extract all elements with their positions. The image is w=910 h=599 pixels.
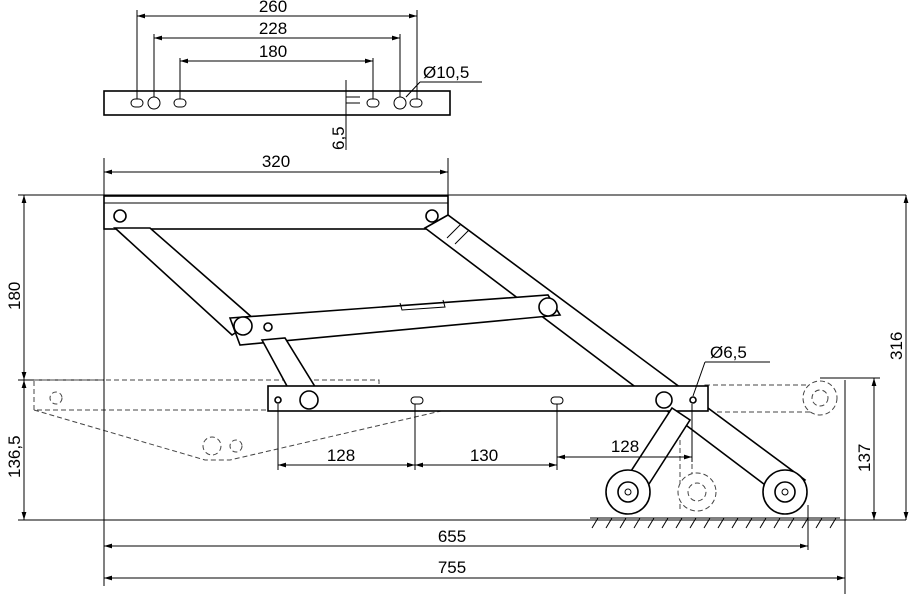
roller-left-hub [617,481,639,503]
dim-320: 320 [262,152,290,171]
dim-260: 260 [259,0,287,16]
dim-hole-6-5: Ø6,5 [710,343,747,362]
top-plate-view: 260 228 180 Ø10,5 6,5 [103,0,482,150]
pivot-base-right [655,391,673,409]
pivot-base-right-small [689,396,697,404]
main-elevation-view: 320 [5,152,909,594]
middle-link-bar [228,294,562,346]
pivot-middle-left [233,316,253,336]
pivot-middle-small [263,322,273,332]
base-bar [267,385,709,412]
slot-base-1 [410,396,424,405]
slot-right-outer [409,98,423,108]
dim-6-5-offset: 6,5 [329,126,348,150]
pivot-base-left [299,390,319,410]
dim-228: 228 [259,19,287,38]
ground-hatch [590,517,840,529]
dim-655: 655 [438,527,466,546]
dim-755: 755 [438,558,466,577]
roller-right-hub [774,481,796,503]
pivot-base-left-small [274,396,282,404]
top-plate [103,90,451,116]
dim-128-left: 128 [327,446,355,465]
dim-180-top: 180 [259,42,287,61]
dim-136-5: 136,5 [5,435,24,478]
dim-137: 137 [855,444,874,472]
dim-130: 130 [470,446,498,465]
dim-180-vertical: 180 [5,282,24,310]
pivot-top-right [425,209,439,223]
dim-hole-10-5: Ø10,5 [423,63,469,82]
dim-128-right: 128 [611,437,639,456]
pivot-top-left [113,209,127,223]
pivot-middle-right [538,297,558,317]
main-top-plate [103,195,449,230]
dim-316: 316 [887,332,906,360]
